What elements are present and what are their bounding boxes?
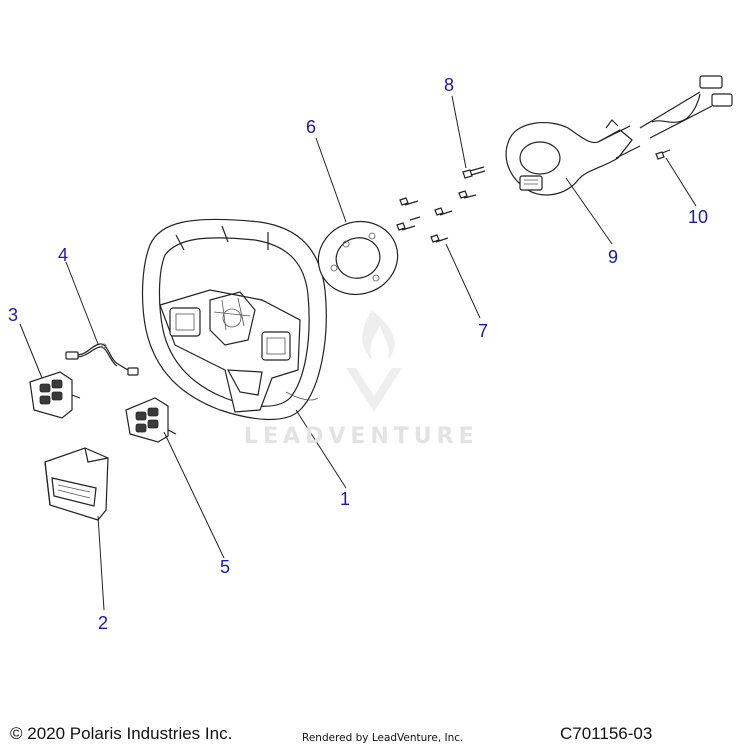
callout-3[interactable]: 3 [8,305,19,325]
steering-column-part[interactable] [505,75,733,196]
callout-1[interactable]: 1 [340,489,351,509]
callout-9[interactable]: 9 [608,247,619,267]
steering-wheel-part[interactable] [141,218,327,420]
callout-5[interactable]: 5 [220,557,231,577]
callout-8[interactable]: 8 [444,75,455,95]
switch-cover-part[interactable] [44,447,109,521]
mounting-bolts-part[interactable] [396,190,477,243]
copyright-text: © 2020 Polaris Industries Inc. [10,724,233,743]
diagram-code: C701156-03 [560,724,653,743]
watermark-text: LEADVENTURE [244,424,479,449]
callout-4[interactable]: 4 [58,245,69,265]
callout-2[interactable]: 2 [98,613,109,633]
wire-harness-part[interactable] [65,343,139,376]
watermark-logo [346,310,402,412]
callout-7[interactable]: 7 [478,321,489,341]
column-screw-part[interactable] [655,149,671,160]
hub-bolt-part[interactable] [462,166,486,179]
rendered-by-text: Rendered by LeadVenture, Inc. [302,732,464,744]
callout-6[interactable]: 6 [306,117,317,137]
spacer-ring-part[interactable] [309,211,407,304]
right-switch-part[interactable] [125,397,177,443]
left-switch-part[interactable] [29,371,81,419]
callout-10[interactable]: 10 [688,207,709,227]
leader-lines [19,95,697,611]
